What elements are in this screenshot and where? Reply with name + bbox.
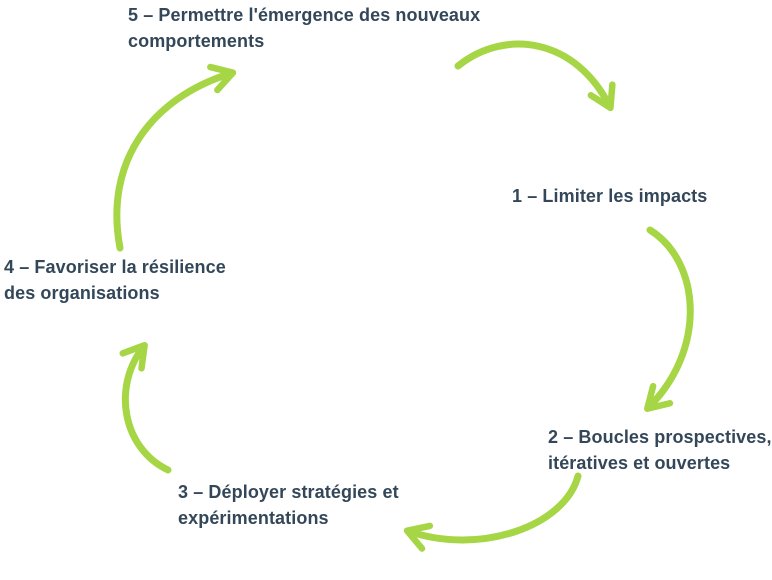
arrow-2-to-3: [403, 472, 582, 552]
step-1-line-1: 1 – Limiter les impacts: [512, 186, 708, 206]
step-5-label: 5 – Permettre l'émergence des nouveaux c…: [128, 3, 480, 54]
step-4-label: 4 – Favoriser la résilience des organisa…: [4, 255, 226, 306]
step-3-label: 3 – Déployer stratégies et expérimentati…: [178, 480, 399, 531]
arrow-4-to-5: [113, 63, 237, 252]
step-3-line-1: 3 – Déployer stratégies et: [178, 482, 399, 502]
step-2-line-2: itératives et ouvertes: [548, 452, 731, 473]
arrow-5-to-1: [454, 40, 616, 112]
step-4-line-1: 4 – Favoriser la résilience: [4, 257, 226, 277]
step-1-label: 1 – Limiter les impacts: [512, 184, 707, 210]
arrow-3-to-4: [119, 341, 172, 474]
step-2-label: 2 – Boucles prospectives, itératives et …: [548, 425, 772, 476]
step-5-line-2: comportements: [128, 30, 265, 51]
arrow-1-to-2: [644, 226, 694, 412]
step-2-line-1: 2 – Boucles prospectives,: [548, 427, 772, 447]
step-3-line-2: expérimentations: [178, 507, 329, 528]
step-5-line-1: 5 – Permettre l'émergence des nouveaux: [128, 5, 481, 25]
step-4-line-2: des organisations: [4, 282, 160, 303]
